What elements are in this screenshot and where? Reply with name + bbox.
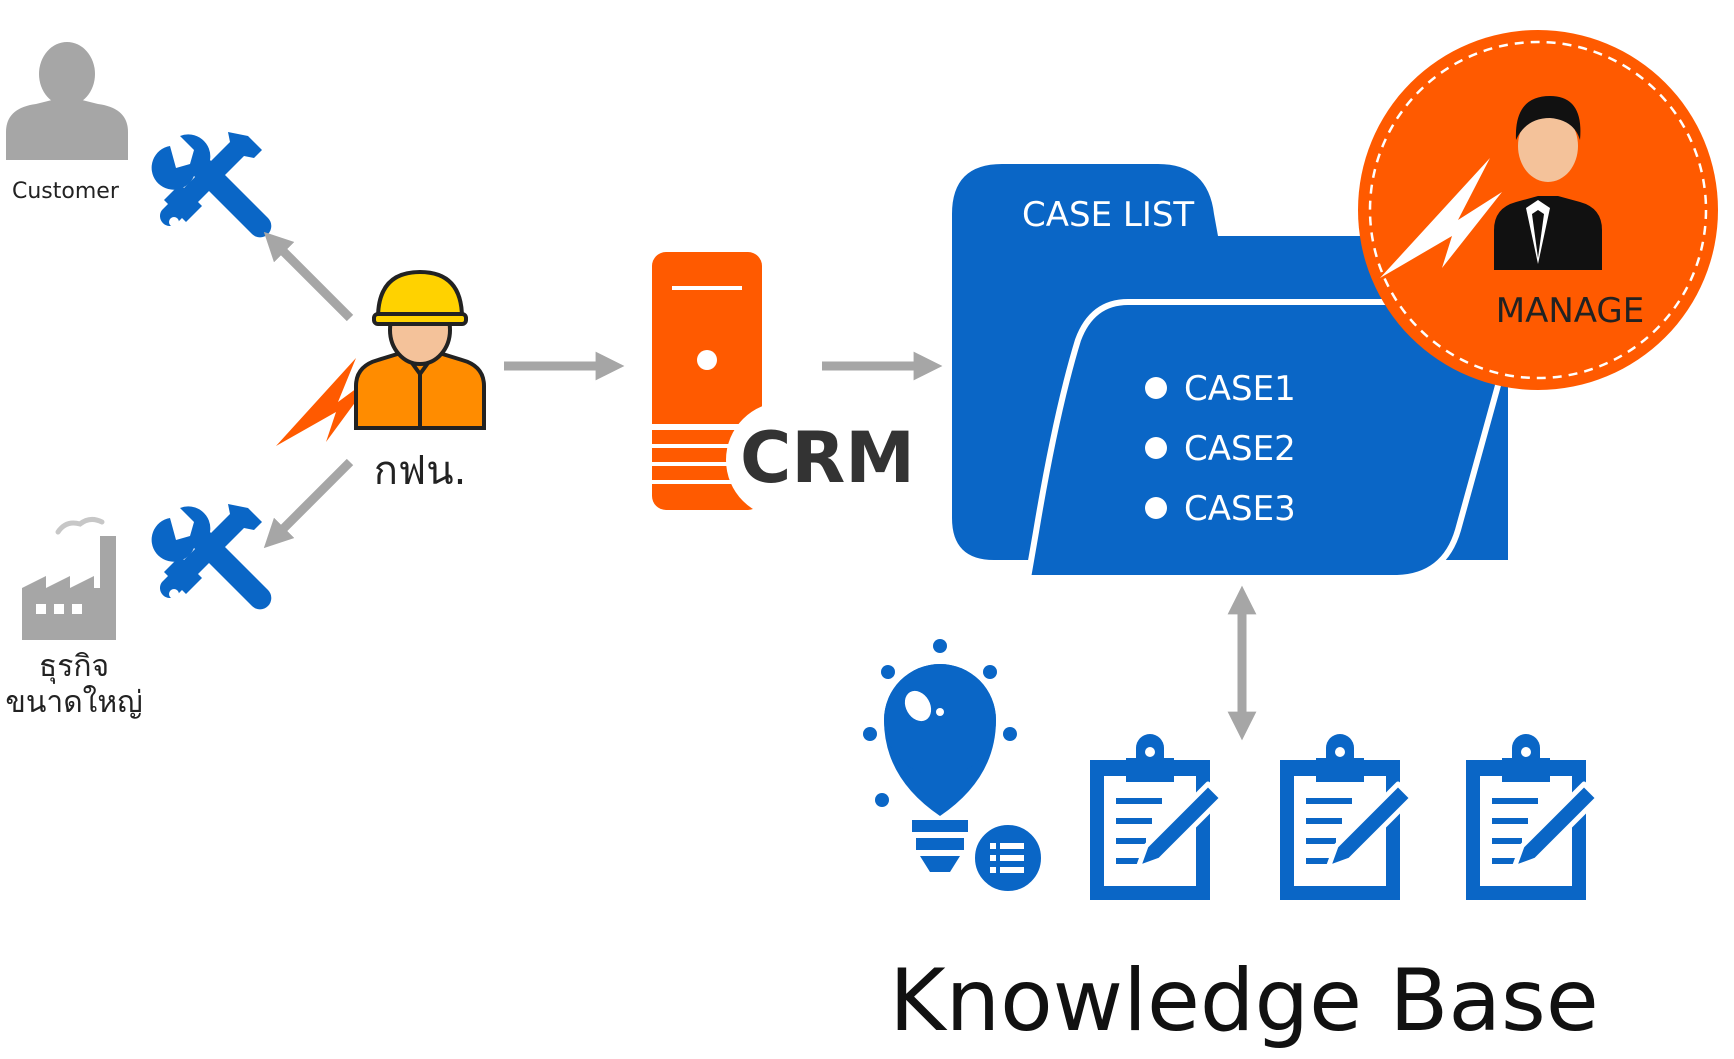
case-list: CASE1 CASE2 CASE3 [1145, 369, 1296, 529]
case-list-title: CASE LIST [1022, 195, 1194, 235]
case-item-label: CASE1 [1184, 369, 1296, 409]
lightbulb-icon [863, 639, 1047, 897]
lightning-icon [1380, 158, 1502, 278]
customer-label: Customer [12, 179, 120, 204]
case-list-node: CASE LIST CASE1 CASE2 CASE3 [952, 164, 1515, 581]
crm-label: CRM [740, 417, 915, 499]
lightning-icon [276, 358, 376, 446]
server-icon [652, 252, 842, 518]
arrow-operator-to-customer [263, 231, 354, 322]
large-business-label-line2: ขนาดใหญ่ [5, 685, 142, 720]
tools-icon [151, 504, 272, 610]
list-item: CASE1 [1145, 369, 1296, 409]
arrow-operator-to-business [263, 458, 354, 549]
manage-node: MANAGE [1358, 30, 1718, 390]
manager-icon [1494, 96, 1602, 270]
operator-node: กฟน. [276, 269, 486, 494]
case-item-label: CASE2 [1184, 429, 1296, 469]
large-business-label-line1: ธุรกิจ [39, 649, 109, 685]
factory-icon [22, 516, 116, 640]
worker-icon [354, 269, 486, 430]
list-item: CASE3 [1145, 489, 1296, 529]
knowledge-base-label: Knowledge Base [889, 951, 1599, 1051]
list-item: CASE2 [1145, 429, 1296, 469]
knowledge-base-node: Knowledge Base [863, 639, 1599, 1051]
customer-node: Customer [6, 42, 128, 204]
clipboard-icon [1466, 734, 1598, 900]
tools-icon [151, 132, 272, 238]
clipboard-icon [1090, 734, 1222, 900]
person-icon [6, 42, 128, 160]
operator-label: กฟน. [374, 448, 467, 494]
large-business-node: ธุรกิจ ขนาดใหญ่ [5, 516, 143, 720]
case-item-label: CASE3 [1184, 489, 1296, 529]
crm-node: CRM [652, 252, 915, 518]
manage-label: MANAGE [1496, 291, 1645, 331]
clipboard-icon [1280, 734, 1412, 900]
